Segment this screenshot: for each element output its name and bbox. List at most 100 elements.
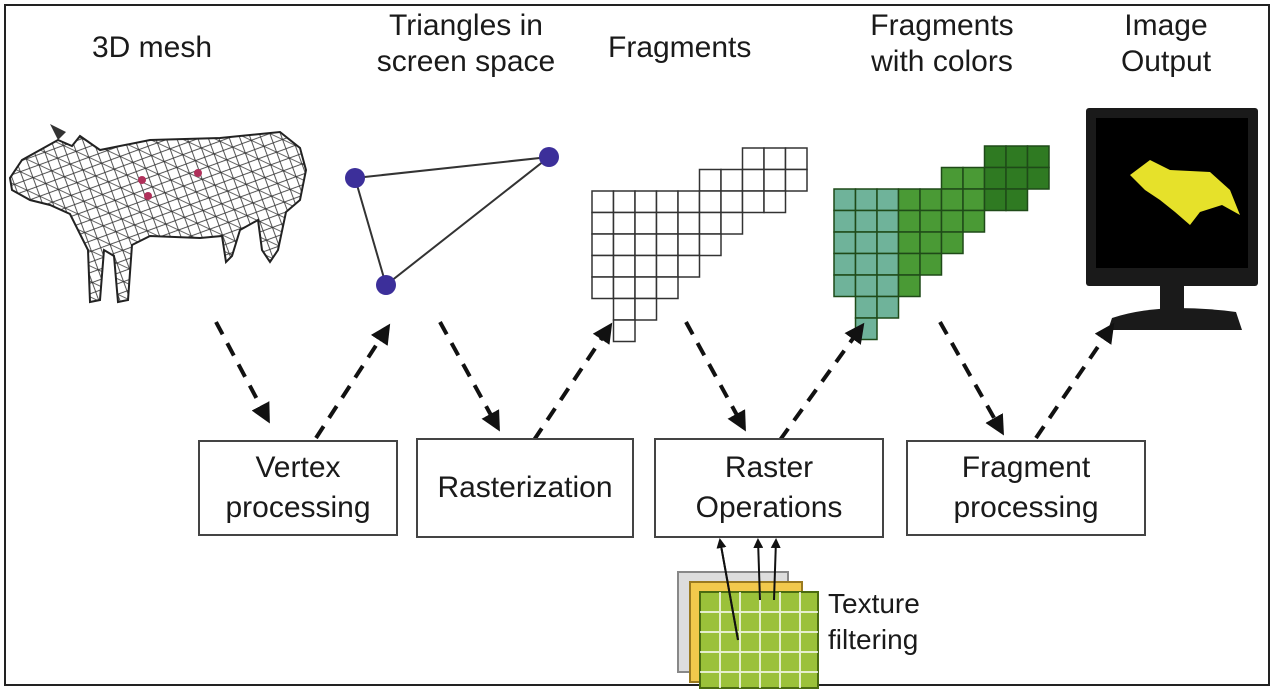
- fragment-cell: [612, 190, 636, 214]
- fragment-cell: [591, 254, 615, 278]
- fragment-cell: [698, 190, 722, 214]
- fragment-cell: [876, 209, 900, 233]
- texture-filtering-label: Texture filtering: [828, 586, 920, 658]
- screen-triangle: [345, 147, 559, 295]
- fragment-cell: [897, 231, 921, 255]
- fragment-cell: [940, 166, 964, 190]
- fragment-cell: [634, 297, 658, 321]
- fragment-cell: [784, 147, 808, 171]
- fragment-cell: [698, 168, 722, 192]
- fragment-cell: [720, 190, 744, 214]
- raster-operations-line2: Operations: [695, 491, 843, 524]
- fragment-cell: [940, 209, 964, 233]
- fragment-cell: [634, 190, 658, 214]
- fragment-cell: [1005, 145, 1029, 169]
- fragment-cell: [983, 188, 1007, 212]
- title-image-output-line2: Output: [1120, 45, 1212, 78]
- raster-operations-line1: Raster: [724, 451, 814, 484]
- fragment-cell: [698, 211, 722, 235]
- fragment-cell: [897, 209, 921, 233]
- fragment-cell: [698, 233, 722, 257]
- fragment-cell: [1005, 166, 1029, 190]
- fragment-cell: [897, 274, 921, 298]
- fragment-cell: [854, 274, 878, 298]
- vertex-dot: [376, 275, 396, 295]
- title-triangles-line1: Triangles in: [389, 9, 543, 42]
- fragment-cell: [919, 252, 943, 276]
- monitor-icon: [1086, 108, 1258, 330]
- flow-arrows: [214, 321, 1115, 442]
- fragment-cell: [833, 274, 857, 298]
- fragment-cell: [763, 190, 787, 214]
- fragment-cell: [634, 254, 658, 278]
- fragment-processing-line2: processing: [953, 491, 1099, 524]
- fragment-cell: [876, 188, 900, 212]
- title-fragments-with-colors: Fragments with colors: [852, 8, 1032, 80]
- fragment-cell: [612, 297, 636, 321]
- fragment-cell: [897, 188, 921, 212]
- vertex-dot: [539, 147, 559, 167]
- fragment-cell: [854, 317, 878, 341]
- fragment-cell: [612, 276, 636, 300]
- fragment-cell: [940, 231, 964, 255]
- title-image-output: Image Output: [1106, 8, 1226, 80]
- title-triangles-line2: screen space: [376, 45, 556, 78]
- title-fragments-with-colors-line2: with colors: [871, 45, 1013, 78]
- fragment-cell: [677, 254, 701, 278]
- fragment-cell: [876, 231, 900, 255]
- cow-mesh: [8, 124, 308, 304]
- fragment-cell: [1005, 188, 1029, 212]
- cow-render: [1130, 160, 1240, 225]
- fragment-cell: [720, 211, 744, 235]
- fragment-cell: [677, 190, 701, 214]
- fragment-cell: [940, 188, 964, 212]
- texture-filtering-line1: Texture: [828, 588, 920, 619]
- title-fragments: Fragments: [608, 31, 752, 64]
- fragment-cell: [962, 209, 986, 233]
- fragment-cell: [634, 233, 658, 257]
- fragment-cell: [962, 188, 986, 212]
- fragment-cell: [655, 233, 679, 257]
- fragment-cell: [876, 274, 900, 298]
- fragment-cell: [612, 233, 636, 257]
- fragment-cell: [677, 233, 701, 257]
- fragment-cell: [983, 145, 1007, 169]
- fragment-cell: [854, 252, 878, 276]
- title-fragments-with-colors-line1: Fragments: [870, 9, 1014, 42]
- vertex-processing-line1: Vertex: [255, 451, 341, 484]
- fragment-cell: [897, 252, 921, 276]
- title-3d-mesh: 3D mesh: [92, 31, 213, 64]
- fragment-cell: [591, 190, 615, 214]
- fragment-cell: [876, 295, 900, 319]
- fragment-cell: [634, 211, 658, 235]
- fragment-cell: [833, 231, 857, 255]
- fragment-cell: [655, 211, 679, 235]
- texture-stack: [677, 538, 819, 689]
- fragment-cell: [784, 168, 808, 192]
- fragment-cell: [741, 147, 765, 171]
- fragment-cell: [854, 295, 878, 319]
- fragment-cell: [763, 147, 787, 171]
- rasterization-label: Rasterization: [437, 471, 613, 504]
- fragment-grid: [591, 147, 808, 343]
- vertex-dot: [345, 168, 365, 188]
- fragment-cell: [634, 276, 658, 300]
- fragment-cell: [591, 211, 615, 235]
- fragment-cell: [833, 209, 857, 233]
- fragment-cell: [763, 168, 787, 192]
- raster-operations-box: Raster Operations: [654, 438, 884, 538]
- fragment-cell: [983, 166, 1007, 190]
- fragment-cell: [591, 276, 615, 300]
- title-triangles: Triangles in screen space: [358, 8, 574, 80]
- fragment-cell: [833, 252, 857, 276]
- fragment-cell: [612, 319, 636, 343]
- fragment-cell: [741, 168, 765, 192]
- fragment-cell: [655, 254, 679, 278]
- fragment-cell: [612, 211, 636, 235]
- vertex-processing-line2: processing: [225, 491, 371, 524]
- fragment-cell: [854, 231, 878, 255]
- fragment-cell: [854, 209, 878, 233]
- fragment-cell: [876, 252, 900, 276]
- fragment-cell: [591, 233, 615, 257]
